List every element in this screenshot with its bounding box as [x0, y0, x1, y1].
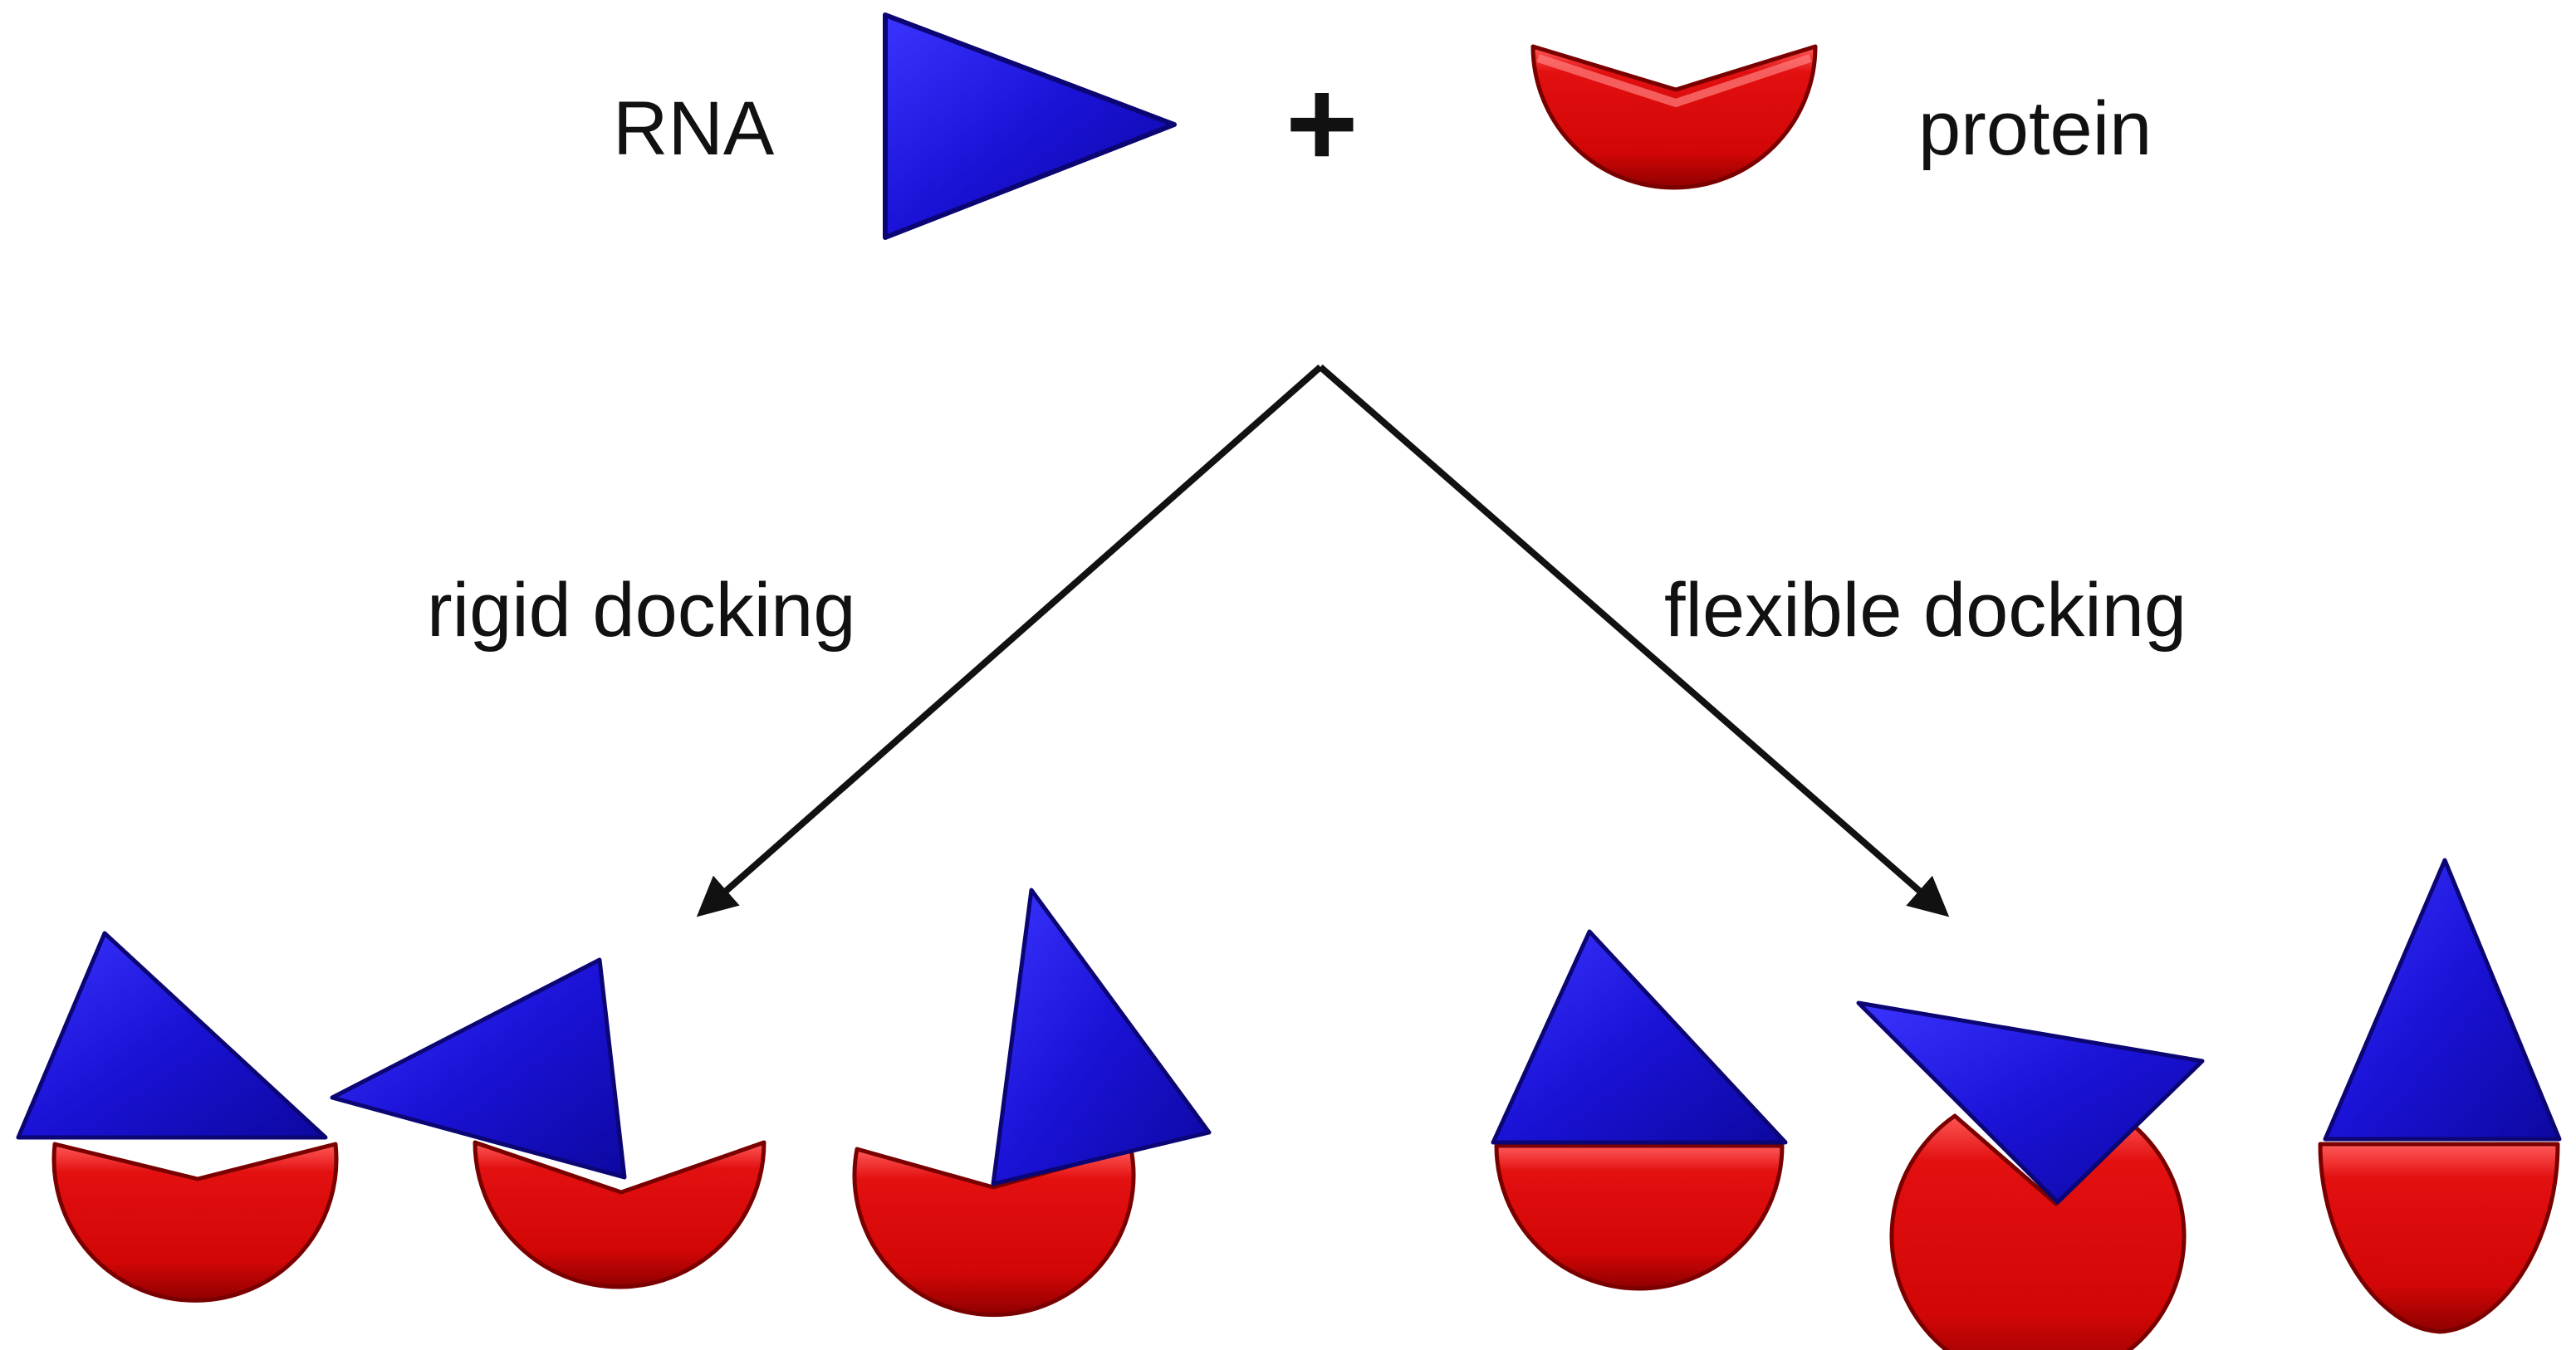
flexible-complex-1-rna [1491, 929, 1788, 1145]
rigid-complexes [16, 888, 1212, 1318]
flexible-complex-2-rna [1856, 1000, 2205, 1205]
rigid-docking-label: rigid docking [427, 568, 856, 653]
flexible-complex-1 [1491, 929, 1788, 1291]
protein-cup-rim [1536, 54, 1812, 107]
rigid-complex-3-protein [852, 1147, 1136, 1318]
plus-sign: + [1286, 53, 1359, 193]
protein-label: protein [1918, 86, 2152, 171]
rigid-complex-2-protein [473, 1140, 766, 1289]
flexible-complex-2-protein [1889, 1110, 2187, 1350]
rigid-complex-3-rna [991, 888, 1212, 1186]
rigid-complex-2 [330, 957, 766, 1289]
rigid-complex-3 [852, 888, 1212, 1318]
rigid-complex-1-protein [51, 1142, 339, 1303]
flexible-complex-3-rna [2323, 858, 2562, 1142]
arrow-to-flexible [1318, 364, 1950, 917]
rna-triangle-icon [883, 12, 1177, 240]
flexible-complexes [1491, 858, 2562, 1350]
arrow-to-rigid [696, 364, 1323, 917]
rigid-complex-2-rna [330, 957, 627, 1180]
flexible-docking-label: flexible docking [1664, 568, 2187, 653]
rna-label: RNA [613, 86, 775, 171]
flexible-complex-3 [2318, 858, 2562, 1334]
rigid-complex-1 [16, 931, 339, 1303]
flexible-complex-1-protein [1494, 1143, 1785, 1291]
flexible-complex-3-protein [2318, 1142, 2560, 1334]
rigid-complex-1-rna [16, 931, 328, 1140]
flexible-complex-2 [1856, 1000, 2205, 1350]
